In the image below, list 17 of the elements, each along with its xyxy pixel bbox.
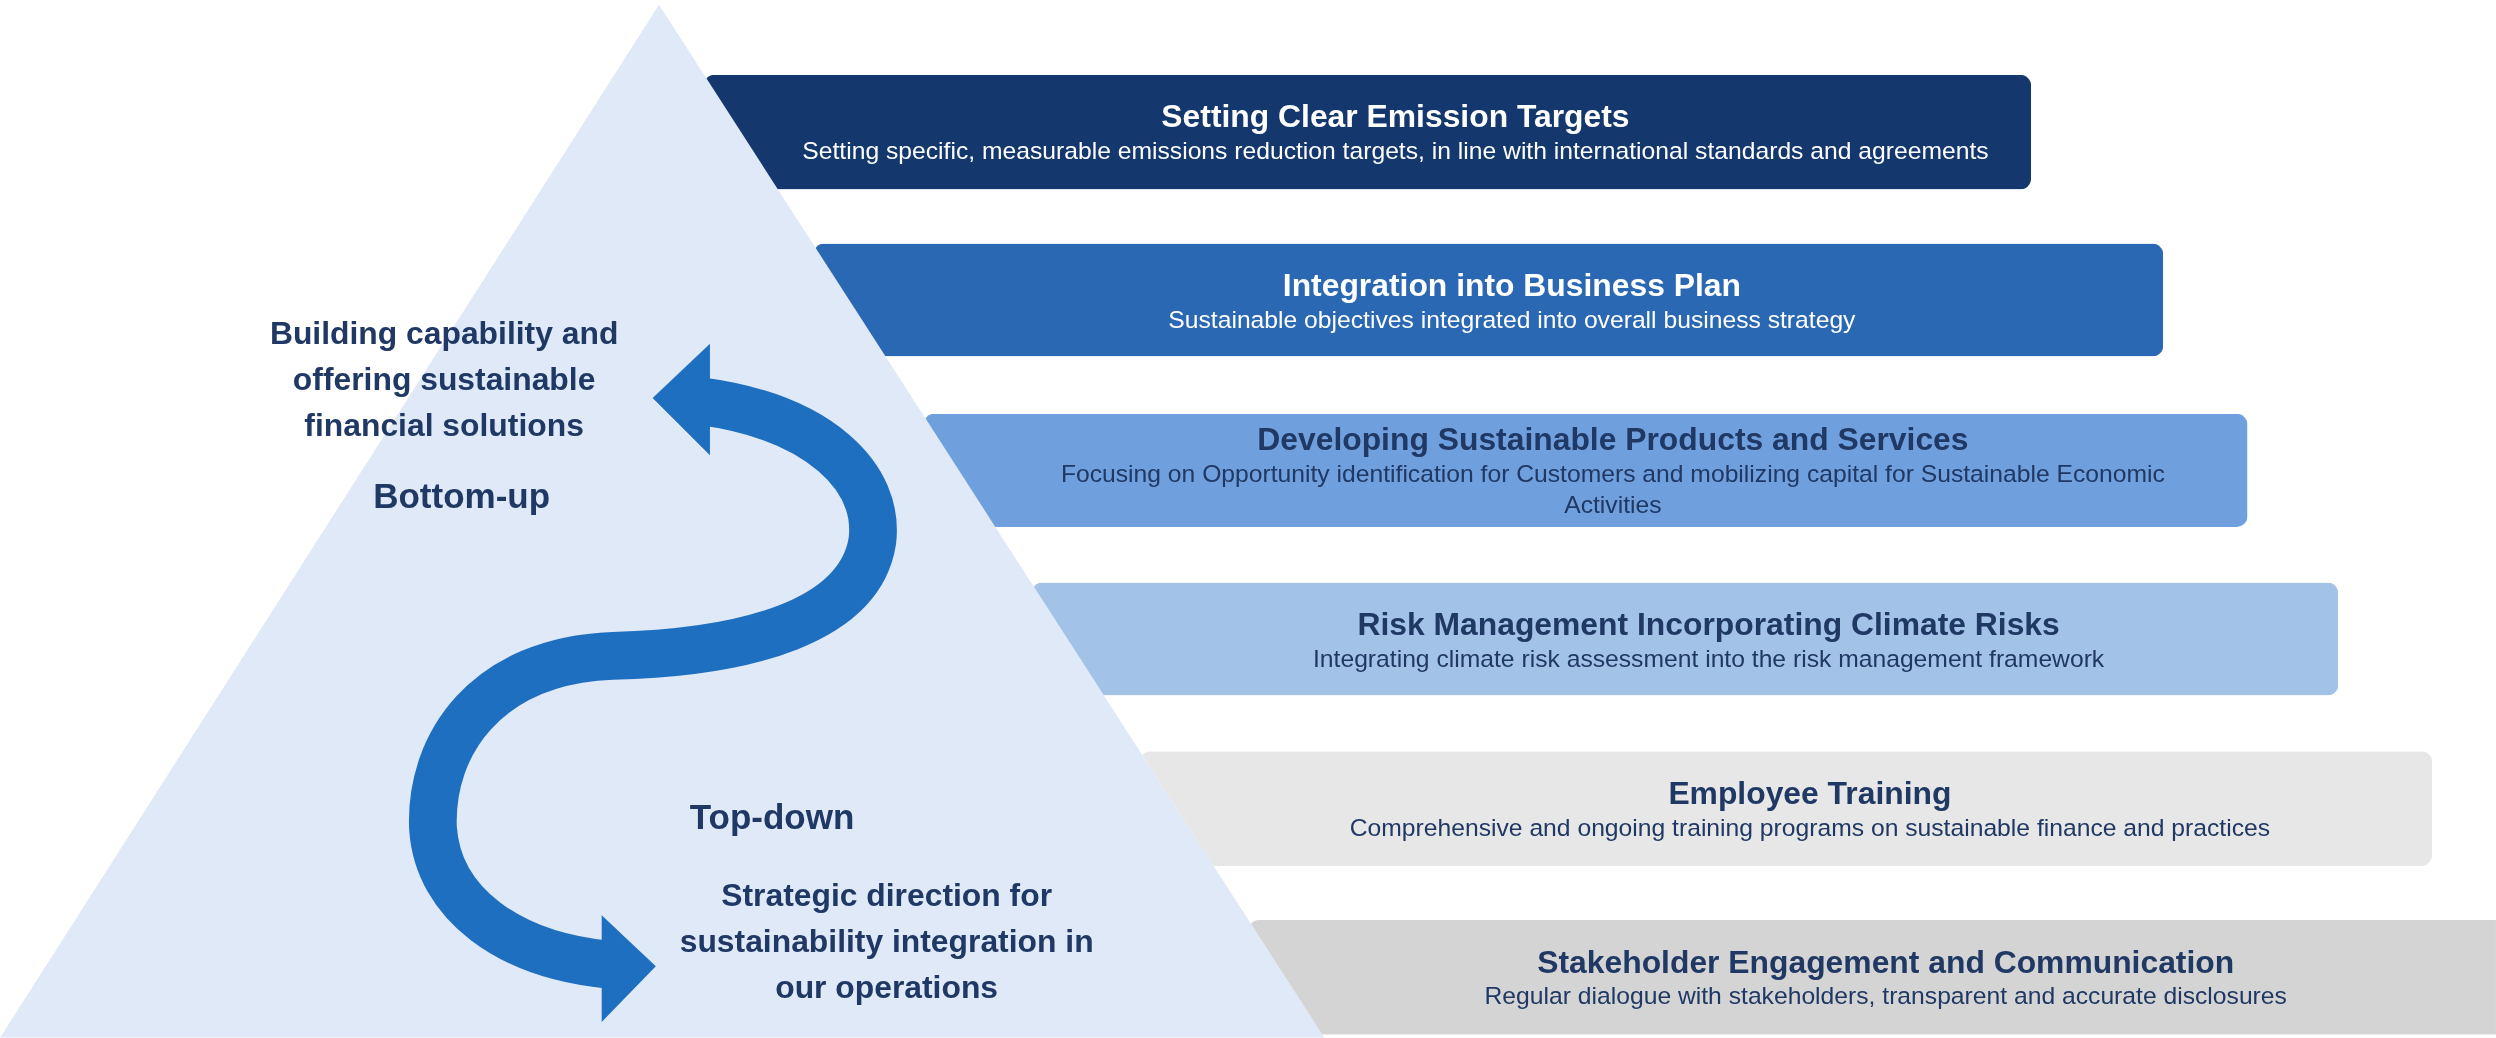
layer-heading: Risk Management Incorporating Climate Risks (1357, 605, 2060, 643)
side-note: Bottom-up (372, 474, 552, 518)
layer-heading: Developing Sustainable Products and Services (1257, 421, 1969, 459)
layer-heading: Setting Clear Emission Targets (1161, 98, 1630, 136)
layer-heading: Stakeholder Engagement and Communication (1537, 943, 2235, 981)
layer-description: Focusing on Opportunity identification for Customers and mobilizing capital for Sustainable Economic Activities (1059, 459, 2166, 519)
layer-description: Setting specific, measurable emissions reduction targets, in line with international standards and agreements (802, 135, 1989, 166)
layer-heading: Integration into Business Plan (1282, 266, 1741, 304)
layer-bar (704, 74, 2032, 190)
layer-heading: Employee Training (1668, 775, 1952, 812)
layer-description: Sustainable objectives integrated into overall business strategy (1168, 303, 1856, 334)
layer-description: Integrating climate risk assessment into the risk management framework (1313, 642, 2105, 673)
layer-description: Regular dialogue with stakeholders, transparent and accurate disclosures (1484, 981, 2287, 1011)
side-note: Strategic direction for sustainability integration in our operations (678, 876, 1095, 1007)
side-note: Building capability and offering sustainable financial solutions (268, 314, 620, 445)
side-note: Top-down (688, 796, 856, 840)
layer-description: Comprehensive and ongoing training programs on sustainable finance and practices (1349, 812, 2271, 843)
